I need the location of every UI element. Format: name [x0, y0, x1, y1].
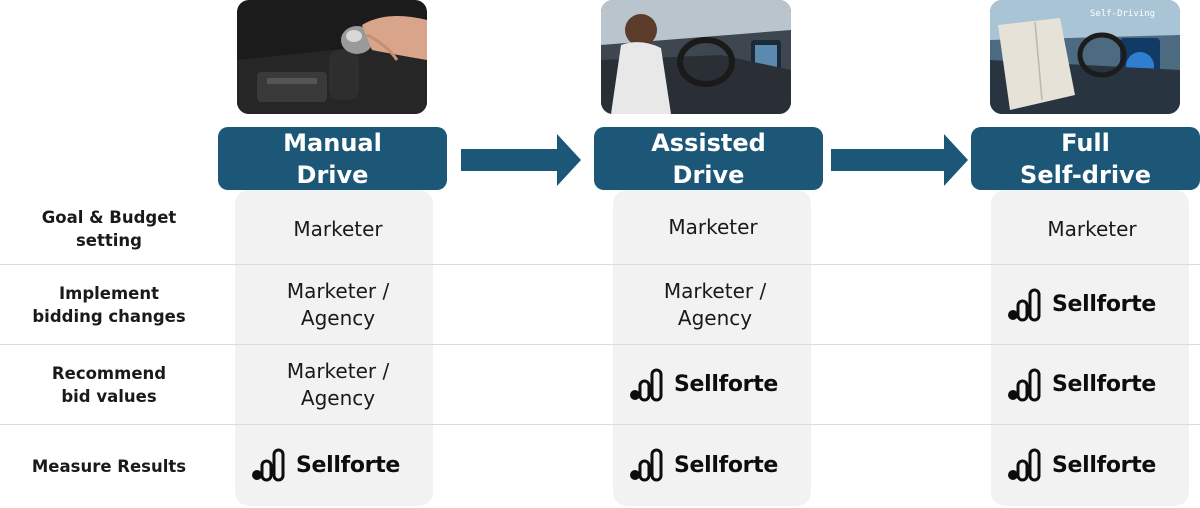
self-driving-caption: Self-Driving [1090, 9, 1155, 19]
sellforte-logo: Sellforte [235, 425, 417, 505]
cell-text: Marketer [293, 216, 383, 241]
cell-text-line2: Agency [677, 305, 753, 330]
sellforte-logo-icon [629, 448, 663, 482]
stage-title-line2: Drive [672, 160, 745, 189]
manual-drive-photo [237, 0, 427, 114]
self-drive-column [991, 190, 1189, 506]
cell-implement-assisted: Marketer /Agency [613, 265, 817, 344]
self-driving-photo: Self-Driving [990, 0, 1180, 114]
row-label-text: Implement [58, 283, 159, 303]
cell-text-line2: Agency [300, 385, 376, 410]
cell-text: Marketer / [286, 278, 390, 303]
sellforte-logo-icon [1007, 288, 1041, 321]
sellforte-logo-text: Sellforte [1051, 452, 1157, 478]
sellforte-logo: Sellforte [613, 425, 795, 505]
sellforte-logo-icon [1007, 448, 1041, 482]
sellforte-logo-text: Sellforte [295, 452, 401, 478]
row-divider [0, 264, 1200, 265]
sellforte-logo: Sellforte [991, 345, 1173, 424]
cell-text: Marketer / [663, 278, 767, 303]
stage-title-line2: Drive [296, 160, 369, 189]
row-label-text: Goal & Budget [41, 208, 177, 227]
row-label-goal-budget: Goal & Budget setting [0, 194, 218, 264]
row-label-text: Recommend [51, 363, 167, 383]
row-label-measure-results: Measure Results [0, 425, 218, 508]
assisted-drive-photo [601, 0, 791, 114]
arrow-right-icon [831, 134, 968, 186]
row-label-text-line2: bid values [61, 386, 157, 406]
cell-goal-assisted: Marketer [613, 192, 813, 262]
cell-text-line2: Agency [300, 305, 376, 330]
stage-title: Manual [283, 128, 382, 157]
sellforte-logo-icon [251, 448, 285, 482]
cell-goal-selfdrive: Marketer [991, 194, 1193, 264]
row-label-recommend-bid: Recommend bid values [0, 345, 218, 424]
arrow-right-icon [461, 134, 581, 186]
stage-title: Assisted [651, 128, 766, 157]
sellforte-logo-text: Sellforte [1051, 372, 1157, 397]
stage-title-line2: Self-drive [1020, 160, 1151, 189]
cell-text: Marketer [668, 214, 758, 239]
row-label-text: Measure Results [31, 457, 187, 476]
cell-text: Marketer [1047, 216, 1137, 241]
sellforte-logo-text: Sellforte [673, 372, 779, 397]
assisted-drive-column [613, 190, 811, 506]
cell-text: Marketer / [286, 358, 390, 383]
stage-title: Full [1061, 128, 1110, 157]
row-label-text-line2: setting [75, 231, 142, 250]
sellforte-logo: Sellforte [991, 265, 1173, 344]
sellforte-logo-icon [1007, 368, 1041, 401]
sellforte-logo: Sellforte [991, 425, 1173, 505]
cell-recommend-manual: Marketer /Agency [235, 345, 441, 424]
row-divider [0, 424, 1200, 425]
row-label-implement-bidding: Implement bidding changes [0, 265, 218, 344]
manual-drive-column [235, 190, 433, 506]
row-divider [0, 344, 1200, 345]
row-label-text-line2: bidding changes [32, 306, 186, 326]
sellforte-logo-text: Sellforte [673, 452, 779, 478]
sellforte-logo-icon [629, 368, 663, 401]
cell-goal-manual: Marketer [235, 194, 441, 264]
cell-implement-manual: Marketer /Agency [235, 265, 441, 344]
sellforte-logo-text: Sellforte [1051, 292, 1157, 317]
sellforte-logo: Sellforte [613, 345, 795, 424]
